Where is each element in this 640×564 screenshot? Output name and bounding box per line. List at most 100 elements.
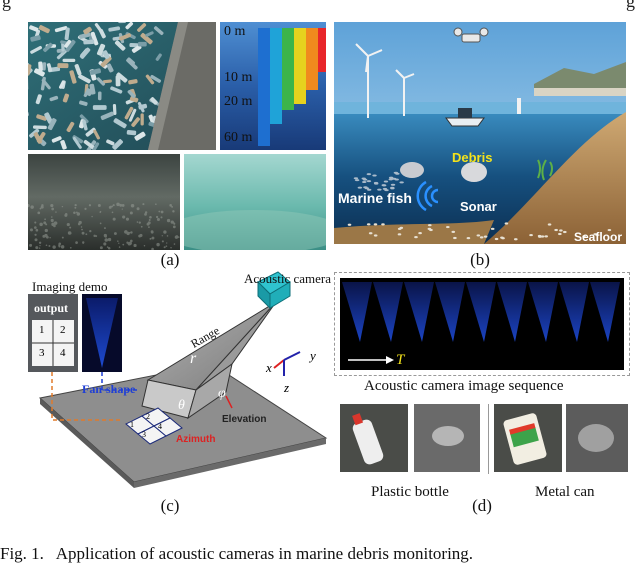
seafloor-speck — [162, 235, 163, 236]
seafloor-speck — [44, 218, 46, 220]
depth-color-bar — [282, 28, 294, 110]
seafloor-speck — [142, 203, 144, 205]
seafloor-speck — [161, 211, 164, 214]
seafloor-speck — [133, 244, 136, 247]
seafloor-speck — [30, 205, 33, 208]
clipped-text-left: g — [2, 0, 11, 12]
seafloor-speck — [130, 231, 132, 233]
metal-can-label: Metal can — [535, 484, 595, 501]
seafloor-speck — [112, 212, 114, 214]
seafloor-speck — [164, 246, 166, 248]
pebble — [428, 228, 432, 230]
seafloor-speck — [65, 213, 68, 216]
panel-a-label: (a) — [150, 250, 190, 270]
seafloor-speck — [129, 232, 130, 233]
seafloor-speck — [169, 204, 172, 207]
seafloor-speck — [160, 216, 162, 218]
pebble — [451, 231, 455, 233]
seafloor-speck — [46, 244, 48, 246]
imaging-demo-label: Imaging demo — [32, 279, 107, 295]
seafloor-speck — [122, 208, 123, 209]
figure-caption: Fig. 1. Application of acoustic cameras … — [0, 544, 473, 564]
seafloor-speck — [74, 207, 76, 209]
seafloor-speck — [151, 231, 154, 234]
seafloor-speck — [89, 230, 91, 232]
depth-color-bar — [306, 28, 318, 90]
seafloor-speck — [42, 235, 45, 238]
seafloor-speck — [149, 216, 152, 219]
pebble — [544, 235, 548, 237]
seafloor-speck — [176, 235, 178, 237]
sequence-caption: Acoustic camera image sequence — [364, 378, 563, 395]
depth-label-10: 10 m — [224, 70, 252, 86]
seafloor-speck — [61, 245, 64, 248]
bottle-mark — [116, 76, 121, 87]
seafloor-speck — [131, 204, 134, 207]
metal-can-photo — [494, 404, 562, 472]
fish-dot — [389, 177, 393, 179]
pebble — [559, 229, 563, 231]
bottle-mark — [33, 125, 47, 129]
seafloor-speck — [67, 223, 70, 226]
seafloor-speck — [104, 238, 108, 242]
pebble — [505, 222, 509, 224]
seafloor-speck — [152, 237, 155, 240]
seafloor-speck — [155, 203, 157, 205]
fish-dot — [362, 181, 366, 183]
pebble — [529, 234, 533, 236]
seafloor-speck — [116, 203, 119, 206]
seafloor-speck — [137, 207, 140, 210]
seafloor-speck — [85, 233, 87, 235]
seafloor-speck — [166, 245, 168, 247]
acoustic-image-sequence — [340, 278, 624, 370]
seafloor-speck — [162, 240, 164, 242]
seafloor-speck — [100, 212, 101, 213]
small-grid-2: 2 — [146, 412, 150, 421]
clipped-text-right: g — [626, 0, 635, 12]
pebble — [369, 232, 373, 234]
seafloor-speck — [171, 220, 174, 223]
pebble — [484, 236, 488, 238]
seafloor-speck — [51, 216, 53, 218]
seafloor-speck — [70, 247, 72, 249]
seafloor-speck — [69, 227, 71, 229]
plastic-bottle-sonar — [414, 404, 480, 472]
seafloor-speck — [50, 204, 53, 207]
seafloor-speck — [39, 245, 40, 246]
seafloor-speck — [174, 243, 176, 245]
pebble — [467, 237, 471, 239]
metal-can-sonar — [566, 404, 628, 472]
r-label: r — [190, 350, 196, 368]
seafloor-speck — [156, 243, 159, 246]
seafloor-speck — [51, 208, 54, 211]
seafloor-speck — [82, 243, 83, 244]
bottle-mark — [83, 39, 94, 44]
fish-dot — [395, 178, 399, 180]
seafloor-speck — [51, 223, 54, 226]
pebble — [495, 238, 499, 240]
seafloor-speck — [29, 244, 32, 247]
bottle-mark — [141, 113, 144, 125]
seafloor-speck — [34, 221, 36, 223]
seafloor-speck — [45, 229, 48, 232]
seafloor-speck — [51, 219, 54, 222]
pebble — [538, 236, 542, 238]
seafloor-speck — [119, 204, 122, 207]
seafloor-speck — [49, 237, 50, 238]
seafloor-speck — [138, 235, 141, 238]
pebble — [563, 231, 567, 233]
fish-dot — [367, 180, 371, 182]
depth-label-20: 20 m — [224, 94, 252, 110]
seafloor-speck — [81, 226, 82, 227]
small-grid-3: 3 — [142, 430, 146, 439]
clipped-heading: g g — [0, 0, 640, 20]
seafloor-speck — [157, 218, 160, 221]
seafloor-speck — [108, 247, 111, 250]
seafloor-speck — [52, 245, 55, 248]
pebble — [500, 236, 504, 238]
pebble — [414, 236, 418, 238]
grid-cell-3: 3 — [39, 347, 45, 359]
bottle-mark — [98, 91, 102, 100]
pebble — [398, 228, 402, 230]
seafloor-speck — [145, 211, 147, 213]
